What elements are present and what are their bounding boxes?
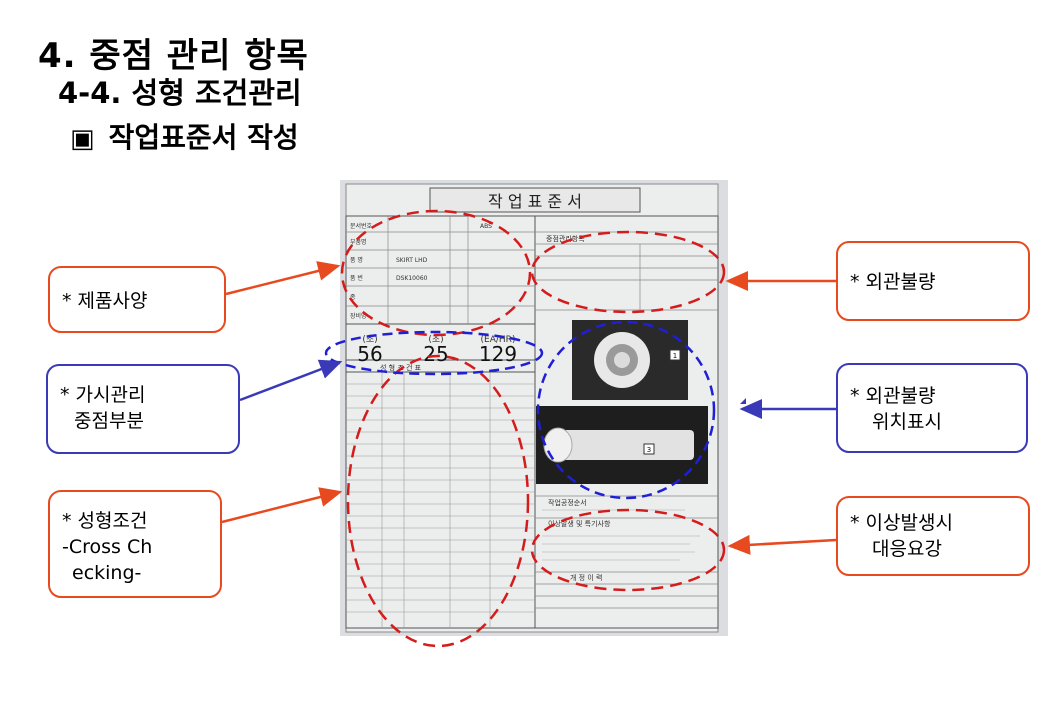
callout-appearance-defect: * 외관불량	[836, 241, 1030, 321]
doc-row-1: 문서번호	[350, 222, 373, 230]
arrow-visible-control	[239, 359, 343, 402]
section-heading: ▣ 작업표준서 작성	[70, 116, 299, 156]
callout-appearance-text: * 외관불량	[850, 271, 936, 293]
callout-visible-line-2: 중점부분	[74, 410, 144, 432]
section-heading-text: 작업표준서 작성	[108, 121, 299, 154]
callout-molding-line-2: -Cross Ch	[62, 536, 153, 558]
page-subtitle: 4-4. 성형 조건관리	[58, 76, 302, 110]
doc-inspect-title: 중점관리항목	[546, 234, 585, 243]
doc-row-3: 품 명	[350, 256, 363, 264]
photo-label-1: 1	[673, 352, 677, 360]
arrow-product-spec	[225, 261, 341, 296]
doc-cond-title: 성 형 조 건 표	[380, 363, 422, 372]
doc-work-title: 작업공정순서	[548, 498, 587, 507]
doc-abnormal-title: 이상발생 및 특기사항	[548, 519, 611, 528]
callout-abnormal-line-1: * 이상발생시	[850, 512, 953, 534]
callout-product-spec-text: * 제품사양	[62, 290, 148, 312]
arrow-abnormal	[727, 534, 837, 555]
doc-history-title: 개 정 이 력	[570, 573, 602, 582]
callout-product-spec: * 제품사양	[48, 266, 226, 333]
callout-visible-control: * 가시관리 중점부분	[46, 364, 240, 454]
doc-row-6: 장비명	[350, 312, 367, 320]
work-standard-photo: 작 업 표 준 서 문서번호 부품명 품 명 품 번 종 장비명 SKIRT L…	[340, 180, 728, 636]
callout-molding-line-3: ecking-	[72, 562, 142, 584]
callout-molding-line-1: * 성형조건	[62, 510, 148, 532]
callout-defect-position: * 외관불량 위치표시	[836, 363, 1028, 453]
doc-value-2: 25	[423, 342, 448, 366]
callout-abnormal-response: * 이상발생시 대응요강	[836, 496, 1030, 576]
doc-material: ABS	[480, 223, 492, 230]
doc-part-no: DSK10060	[396, 275, 428, 282]
photo-label-3: 3	[647, 446, 651, 454]
callout-position-line-1: * 외관불량	[850, 385, 936, 407]
square-bullet-icon: ▣	[70, 124, 95, 154]
doc-heading: 작 업 표 준 서	[488, 192, 582, 211]
doc-product-name: SKIRT LHD	[396, 257, 428, 264]
doc-row-2: 부품명	[350, 238, 367, 246]
doc-value-3: 129	[479, 342, 517, 366]
callout-visible-line-1: * 가시관리	[60, 384, 146, 406]
callout-position-line-2: 위치표시	[872, 411, 942, 433]
callout-abnormal-line-2: 대응요강	[872, 538, 942, 560]
arrow-molding	[221, 487, 343, 524]
page-title: 4. 중점 관리 항목	[38, 36, 309, 76]
doc-row-5: 종	[350, 294, 356, 301]
doc-value-1: 56	[357, 342, 382, 366]
callout-molding-condition: * 성형조건 -Cross Ch ecking-	[48, 490, 222, 598]
document-drawing: 작 업 표 준 서 문서번호 부품명 품 명 품 번 종 장비명 SKIRT L…	[340, 180, 728, 636]
doc-row-4: 품 번	[350, 274, 363, 282]
